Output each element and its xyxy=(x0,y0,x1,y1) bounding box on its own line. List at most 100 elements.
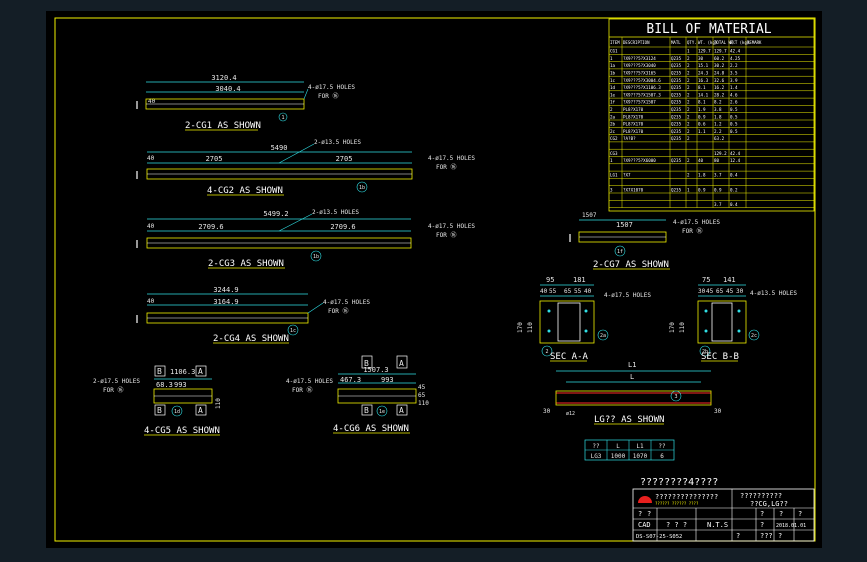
dim-d2: 45 xyxy=(706,288,714,295)
drawing-title: ?????????? xyxy=(740,492,782,500)
holes-note-mid: 2-ø13.5 HOLES xyxy=(312,209,359,216)
view-label: 4-CG2 AS SHOWN xyxy=(207,186,283,196)
dim-d3: 65 xyxy=(716,288,724,295)
item-number: 1d xyxy=(174,409,180,415)
dim-d1: 40 xyxy=(540,288,548,295)
section-b2: B xyxy=(364,406,369,415)
dim-height: 110 xyxy=(418,400,429,407)
bom-cell: Q235 xyxy=(671,71,682,76)
bom-cell: 32.6 xyxy=(714,78,725,83)
tb-cell: ? xyxy=(798,510,802,518)
leader xyxy=(303,88,309,100)
bom-cell: Q235 xyxy=(671,63,682,68)
item-balloon xyxy=(356,181,368,193)
holes-note: 4-ø17.5 HOLES xyxy=(673,219,720,226)
leader xyxy=(278,213,313,232)
view-label: SEC A-A xyxy=(550,352,589,362)
section-tag-a xyxy=(195,365,207,377)
holes-note: 4-ø17.5 HOLES xyxy=(604,292,651,299)
plate-left xyxy=(697,300,747,344)
view-lg: L1 L 30 30 ø12 3 LG?? AS SHOWN xyxy=(543,361,722,425)
holes-for: FOR ⑯ xyxy=(318,92,338,100)
item-balloon xyxy=(748,329,760,341)
dim-overall: 3120.4 xyxy=(211,74,236,82)
holes-note: 4-ø17.5 HOLES xyxy=(308,84,355,91)
bom-cell: PL8?X170 xyxy=(623,122,644,127)
section-a: A xyxy=(399,359,404,368)
bom-cell: 0.9 xyxy=(698,114,706,119)
item-number: 1f xyxy=(617,249,623,255)
dim-w2: 141 xyxy=(723,276,736,284)
dim-inner: 1507 xyxy=(616,221,633,229)
bom-cell: 1 xyxy=(610,56,613,61)
bolt-hole xyxy=(547,329,551,333)
bom-cell: 0.2 xyxy=(730,187,738,192)
holes-note-end: 4-ø17.5 HOLES xyxy=(428,155,475,162)
bom-cell: 1.4 xyxy=(730,85,738,90)
dim-inner: 3040.4 xyxy=(215,85,240,93)
section-tag-b2 xyxy=(361,404,373,416)
bom-cell: 0.5 xyxy=(730,122,738,127)
dim-w1: 75 xyxy=(702,276,710,284)
bom-cell: 3.7 xyxy=(714,202,722,207)
bom-cell: 1c xyxy=(610,78,616,83)
dim-height: 110 xyxy=(215,398,222,409)
item-number: 2c xyxy=(751,333,757,339)
view-label: 2-CG4 AS SHOWN xyxy=(213,334,289,344)
channel-section xyxy=(557,302,581,342)
holes-for: FOR ⑯ xyxy=(328,307,348,315)
section-tag-a xyxy=(396,355,408,369)
bom-grid xyxy=(609,37,814,208)
bom-cell: 1.2 xyxy=(714,122,722,127)
bom-cell: 1.8 xyxy=(714,114,722,119)
view-label: 2-CG3 AS SHOWN xyxy=(208,259,284,269)
company-subname: ?????? ?????? ???? xyxy=(655,501,699,506)
view-label: 4-CG6 AS SHOWN xyxy=(333,424,409,434)
lg-cell: 1070 xyxy=(633,453,648,460)
bolt-hole xyxy=(584,309,588,313)
dim-half-right: 2705 xyxy=(336,155,353,163)
bom-cell: 12.4 xyxy=(730,158,741,163)
item-balloon xyxy=(287,324,299,336)
bom-cell: 1 xyxy=(687,49,690,54)
item-number: 1b xyxy=(313,254,319,260)
dim-h2: 65 xyxy=(418,392,426,399)
bom-cell: 0.6 xyxy=(698,122,706,127)
section-b: B xyxy=(157,367,162,376)
item-balloon xyxy=(670,390,682,402)
view-cg5: B 1106.3 A 68.3 993 110 2-ø17.5 HOLES FO… xyxy=(93,365,222,436)
channel-section xyxy=(711,302,733,342)
item-number: 3 xyxy=(674,394,677,400)
revision: ? xyxy=(760,521,764,529)
dim-end-right: 30 xyxy=(714,408,722,415)
bolt-hole xyxy=(737,329,741,333)
item-number: 1e xyxy=(379,409,385,415)
dim-overall: 5490 xyxy=(271,144,288,152)
section-tag-b xyxy=(361,355,373,369)
bom-cell: Q235 xyxy=(671,107,682,112)
dim-left: 467.3 xyxy=(340,376,361,384)
bom-cell: 3 xyxy=(610,187,613,192)
dim-d4: 55 xyxy=(574,288,582,295)
bom-cell: Q235 xyxy=(671,56,682,61)
company-logo-icon xyxy=(638,496,652,503)
bom-cell: 1f xyxy=(610,100,616,105)
drawing-subtitle: ??CG,LG?? xyxy=(750,500,788,508)
holes-note: 4-ø17.5 HOLES xyxy=(286,378,333,385)
bom-cell: 129.2 xyxy=(714,151,727,156)
sheet-2: ??? xyxy=(760,532,773,540)
dim-half-right: 2709.6 xyxy=(330,223,355,231)
bom-cell: Q235 xyxy=(671,187,682,192)
bom-cell: 8.1 xyxy=(698,85,706,90)
leader xyxy=(307,302,324,314)
view-cg4: 3244.9 3164.9 40 4-ø17.5 HOLES FOR ⑯ 1c … xyxy=(136,286,370,344)
bom-cell: 0.9 xyxy=(698,187,706,192)
bom-cell: 1b xyxy=(610,71,616,76)
bom-cell: 16.2 xyxy=(714,85,725,90)
dim-overall: 1507 xyxy=(582,212,597,219)
dim-inner: 3164.9 xyxy=(213,298,238,306)
bom-cell: 24.3 xyxy=(698,71,709,76)
bar-size: ø12 xyxy=(566,411,575,417)
bom-cell: 0.9 xyxy=(714,187,722,192)
